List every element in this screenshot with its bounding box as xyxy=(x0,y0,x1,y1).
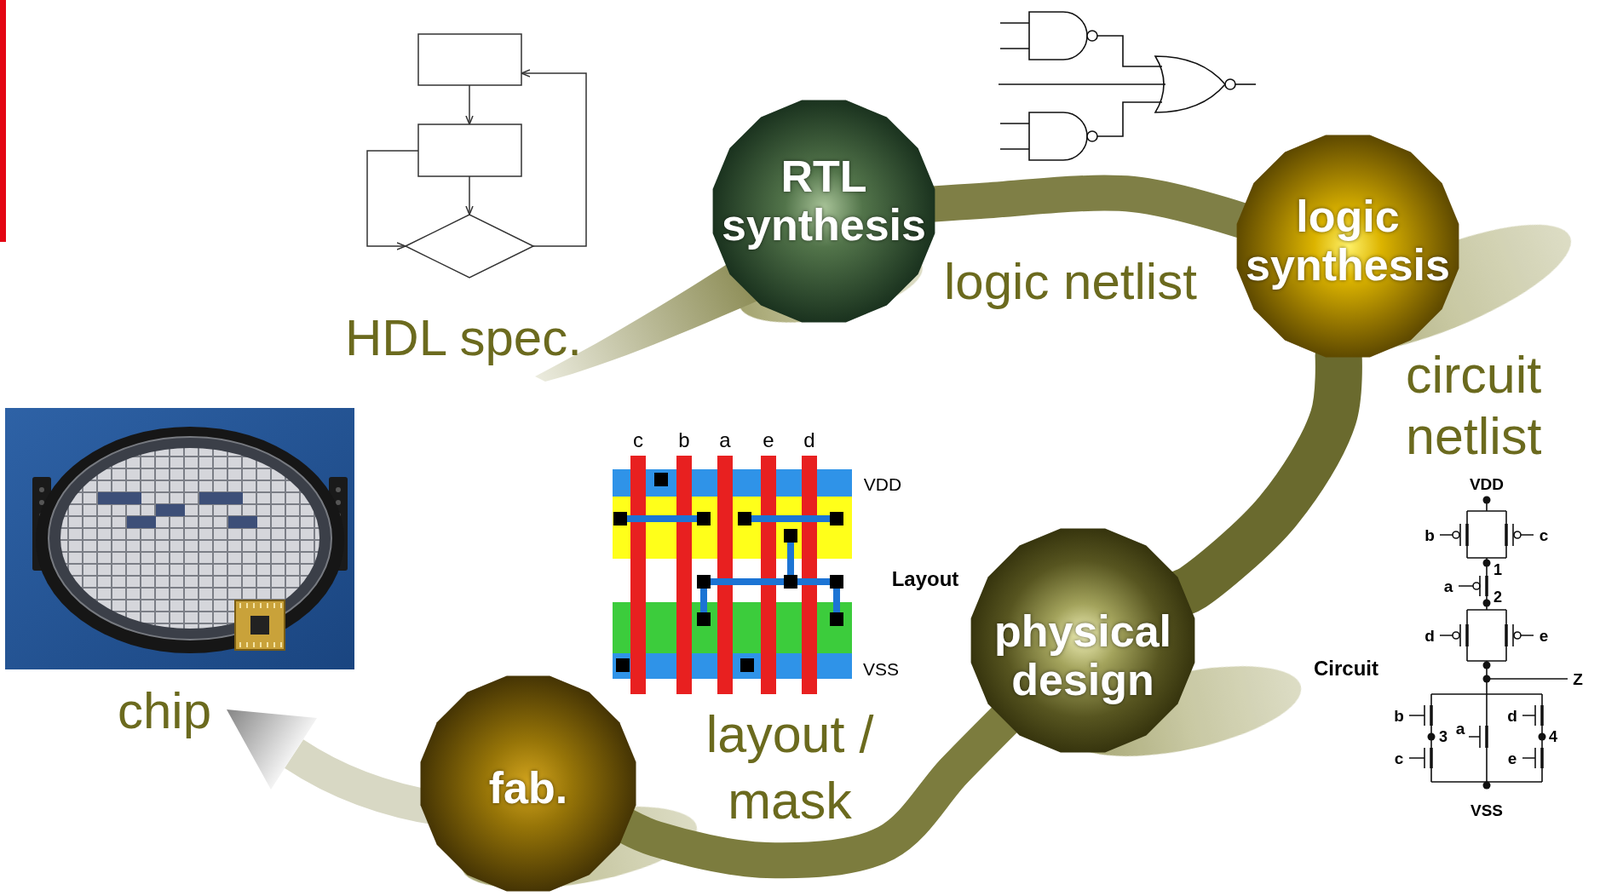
stage-label: circuit netlist xyxy=(1405,345,1558,468)
stage-label: layout / mask xyxy=(691,701,888,835)
stage-name: RTL synthesis xyxy=(717,152,931,250)
signal-name: e xyxy=(1539,627,1549,645)
rail-name: VSS xyxy=(1470,802,1503,819)
stage-name: logic synthesis xyxy=(1241,192,1455,290)
flow-band xyxy=(1182,356,1339,593)
rail-name: VSS xyxy=(863,660,899,679)
figure-title: Circuit xyxy=(1313,658,1379,680)
signal-name: d xyxy=(803,430,815,451)
node-number: 4 xyxy=(1548,729,1558,745)
flow-band xyxy=(933,193,1242,221)
node-number: 1 xyxy=(1493,562,1503,578)
signal-name: b xyxy=(1424,527,1435,544)
signal-name: a xyxy=(1444,578,1454,595)
signal-name: b xyxy=(1393,707,1405,725)
transistor-circuit-art xyxy=(1409,496,1568,790)
process-sphere: fab. xyxy=(418,673,639,894)
node-number: 2 xyxy=(1493,589,1503,605)
signal-name: Z xyxy=(1572,671,1583,688)
stage-label: chip xyxy=(117,681,212,741)
gate-netlist-art xyxy=(998,11,1256,161)
signal-name: b xyxy=(678,430,690,451)
process-sphere: physical design xyxy=(968,526,1198,755)
signal-name: e xyxy=(1507,750,1518,767)
figure-title: Layout xyxy=(892,569,960,590)
sphere-shape xyxy=(713,100,936,323)
signal-name: a xyxy=(1456,720,1466,737)
sphere-shape xyxy=(1237,135,1460,358)
stage-name: fab. xyxy=(489,764,568,813)
rail-name: VDD xyxy=(1469,476,1504,493)
process-sphere: RTL synthesis xyxy=(710,97,938,325)
signal-name: e xyxy=(762,430,774,451)
signal-name: d xyxy=(1424,627,1435,645)
stage-label: HDL spec. xyxy=(345,308,582,368)
flowchart-art xyxy=(367,34,587,278)
stage-name: physical design xyxy=(975,607,1191,705)
process-sphere: logic synthesis xyxy=(1234,132,1462,360)
sphere-shape xyxy=(971,529,1196,754)
to-chip-arrow xyxy=(226,709,444,810)
rail-name: VDD xyxy=(863,475,902,494)
sphere-shape xyxy=(420,676,637,893)
signal-name: a xyxy=(719,430,731,451)
stage-label: logic netlist xyxy=(943,252,1198,311)
signal-name: c xyxy=(1539,527,1549,544)
accent-bar xyxy=(0,0,6,242)
signal-name: d xyxy=(1507,707,1518,725)
signal-name: c xyxy=(1394,750,1405,767)
signal-name: c xyxy=(633,430,644,451)
node-number: 3 xyxy=(1438,729,1448,745)
layout-art xyxy=(612,455,852,695)
chip-photo xyxy=(5,408,355,670)
